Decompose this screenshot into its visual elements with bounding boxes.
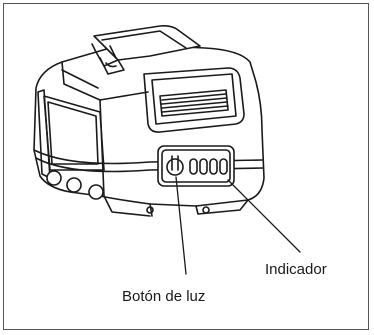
belt-line	[33, 149, 263, 165]
release-latch	[143, 67, 245, 133]
led-indicator-1	[189, 158, 198, 175]
leader-line-indicator	[227, 179, 301, 253]
led-indicator-2	[199, 158, 208, 175]
top-latch	[91, 25, 201, 75]
bottom-feet	[46, 170, 249, 217]
leader-line-button	[175, 176, 187, 275]
side-panel	[37, 61, 149, 197]
light-button-icon	[166, 155, 184, 176]
indicator-label: Indicador	[265, 261, 327, 278]
indicator-panel	[157, 145, 235, 187]
light-button-label: Botón de luz	[122, 288, 206, 305]
led-indicator-4	[219, 158, 228, 175]
led-indicator-3	[209, 158, 218, 175]
